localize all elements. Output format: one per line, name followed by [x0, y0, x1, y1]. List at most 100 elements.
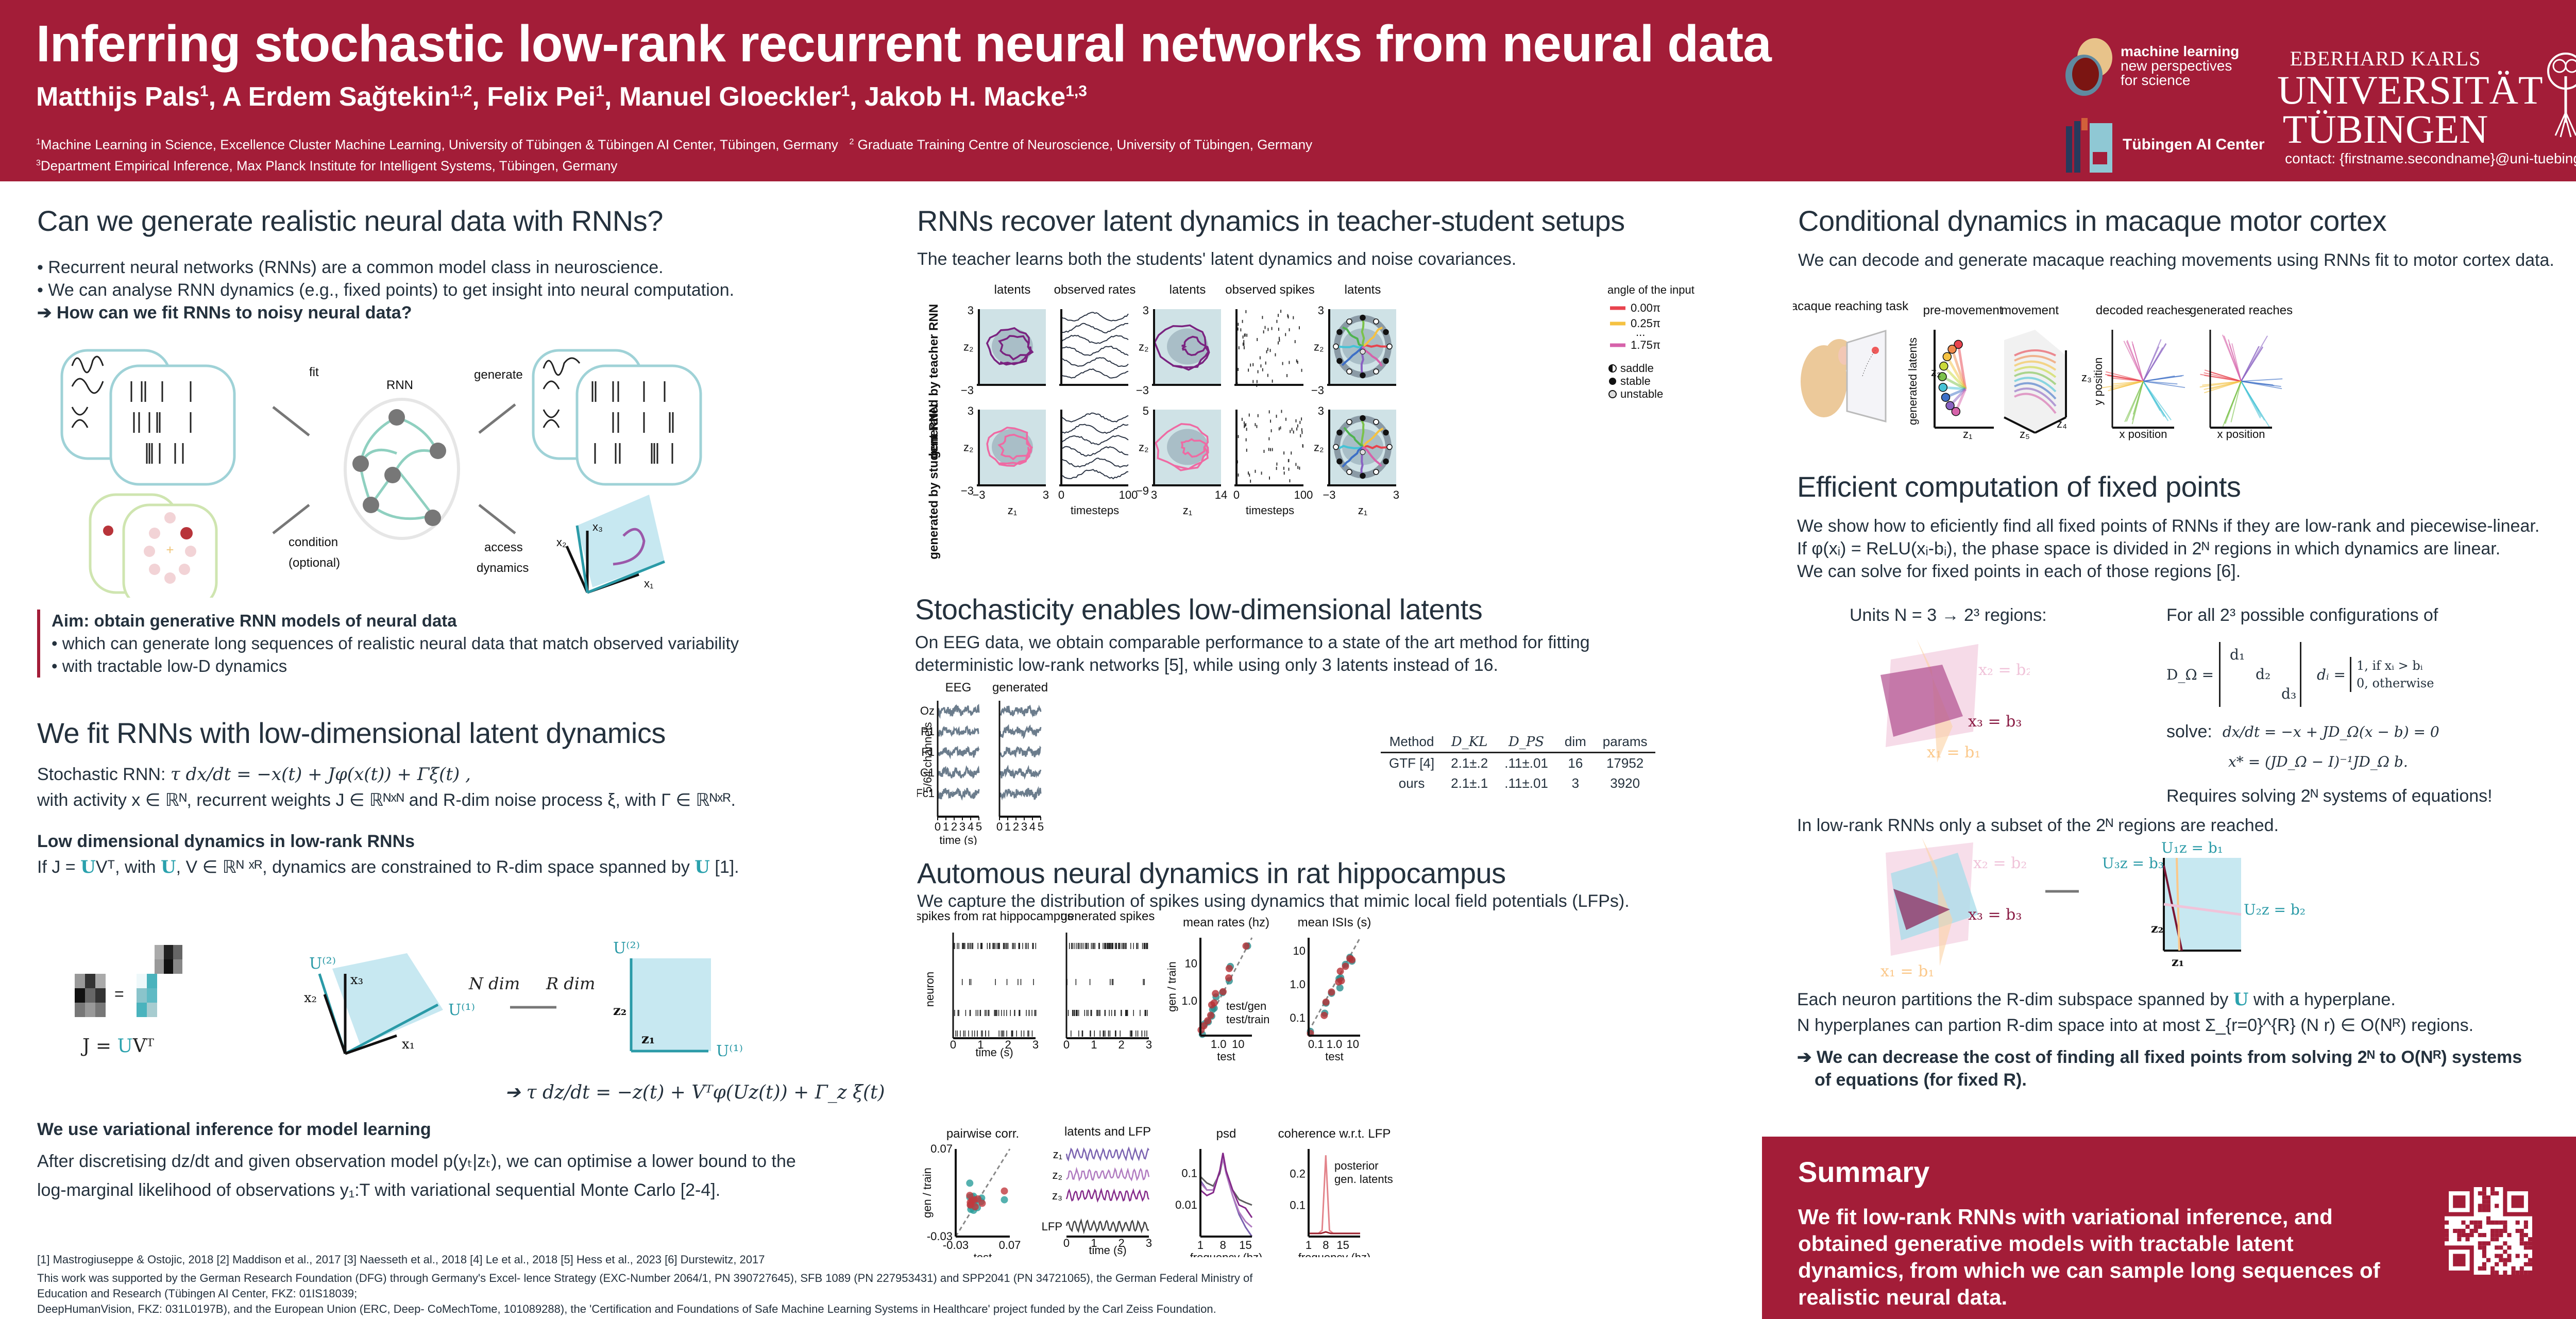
chart-xlabel: test [1217, 1050, 1235, 1063]
aim-box: Aim: obtain generative RNN models of neu… [37, 610, 861, 678]
ml-logo-text: machine learning new perspectives for sc… [2121, 43, 2240, 88]
channel-label: C1 [920, 766, 935, 779]
spike-mark [1022, 943, 1023, 949]
spike-mark [1088, 943, 1089, 949]
n-dim-label: N dim [468, 974, 520, 993]
fixed-point-marker [1346, 368, 1352, 375]
tick-label: -0.03 [927, 1230, 953, 1243]
rate-trace [1061, 424, 1129, 434]
ts-panel: z₂ [1139, 309, 1221, 386]
spike-mark [1109, 1010, 1110, 1016]
spike-mark [1276, 319, 1278, 323]
n-dim-space-icon: U⁽²⁾ U⁽¹⁾ x₁ x₂ x₃ [304, 953, 475, 1055]
spike-mark [1077, 943, 1079, 949]
svg-text:U₁z = b₁: U₁z = b₁ [2161, 839, 2223, 856]
stochasticity-text-1: On EEG data, we obtain comparable perfor… [915, 633, 1590, 652]
reach-trajectory [2241, 381, 2270, 428]
input-trajectory [1343, 427, 1364, 448]
chart-title: mean rates (hz) [1183, 916, 1269, 929]
tick-label: 0 [1063, 1038, 1070, 1051]
svg-text:1.75π: 1.75π [1631, 339, 1660, 351]
scatter-point [1200, 1022, 1208, 1029]
tick-label: timesteps [1071, 504, 1119, 517]
tick-label: 0 [950, 1038, 956, 1051]
ts-panel: z₂ [963, 410, 1046, 486]
spike-mark [1144, 979, 1145, 985]
spike-mark [1131, 1030, 1133, 1037]
spike-mark [1286, 374, 1288, 377]
tick-label: 2 [1005, 1038, 1011, 1051]
x-position-label-decoded: x position [2120, 428, 2167, 441]
spike-mark [1290, 430, 1291, 433]
spike-mark [1023, 1030, 1025, 1037]
fit-label: fit [309, 365, 319, 379]
spike-mark [1104, 1010, 1106, 1016]
spike-mark [963, 943, 964, 949]
stochastic-rnn-equation: Stochastic RNN: τ dx/dt = −x(t) + Jφ(x(t… [37, 764, 471, 785]
spike-mark [1261, 471, 1262, 475]
movement-trajectory [2014, 349, 2056, 357]
tick-label: timesteps [1246, 504, 1294, 517]
spike-mark [1118, 943, 1119, 949]
scatter-point [1204, 1017, 1212, 1025]
latent-marker [1941, 393, 1951, 402]
svg-text:x₁: x₁ [644, 577, 653, 590]
fixed-point-marker [1346, 469, 1352, 475]
z2-axis-label: z₂ [963, 441, 974, 454]
z4-label: z₄ [2057, 417, 2067, 430]
vi-text-2: log-marginal likelihood of observations … [37, 1180, 721, 1200]
spike-mark [1125, 943, 1126, 949]
spike-mark [1295, 419, 1297, 422]
rate-trace [1061, 458, 1129, 468]
spike-mark [1114, 1010, 1116, 1016]
spike-mark [1250, 363, 1251, 367]
eeg-trace [998, 764, 1042, 780]
scatter-point [1001, 1196, 1008, 1204]
section-heading-generate: Can we generate realistic neural data wi… [37, 205, 663, 237]
latent-label: LFP [1042, 1220, 1062, 1233]
spike-mark [1271, 327, 1273, 330]
spike-mark [1069, 943, 1070, 949]
rnn-graph-icon [344, 398, 460, 540]
tick-label: 14 [1215, 488, 1227, 501]
eeg-results-table: Method D_KL D_PS dim params GTF [4]2.1±.… [1381, 732, 1656, 793]
spike-mark [1028, 1030, 1029, 1037]
svg-text:z₂: z₂ [2151, 921, 2163, 936]
spike-mark [1002, 1030, 1003, 1037]
spike-mark [1302, 444, 1304, 448]
tick-label: −3 [1311, 384, 1324, 397]
spike-mark [1296, 359, 1297, 363]
references: [1] Mastrogiuseppe & Ostojic, 2018 [2] M… [37, 1253, 765, 1266]
spike-mark [1300, 434, 1301, 437]
section-heading-stochasticity: Stochasticity enables low-dimensional la… [915, 593, 1483, 625]
spike-mark [967, 943, 969, 949]
ts-panel: z₂ [1139, 410, 1221, 486]
spike-mark [1244, 424, 1246, 427]
tick-label: −3 [1323, 488, 1335, 501]
spike-mark [994, 1010, 995, 1016]
spike-mark [1109, 1030, 1111, 1037]
spike-mark [1246, 448, 1247, 452]
qr-code-icon[interactable] [2445, 1187, 2532, 1275]
channel-label: Fc1 [917, 787, 935, 800]
spike-mark [1005, 943, 1007, 949]
svg-text:0.25π: 0.25π [1631, 317, 1660, 330]
unstable-fixed-point [1360, 449, 1366, 455]
spike-mark [1243, 346, 1245, 349]
reach-trajectory [2199, 381, 2242, 388]
hyperplane-text-block: Each neuron partitions the R-dim subspac… [1797, 988, 2576, 1091]
tick-label: 8 [1220, 1239, 1226, 1252]
tick-label: 0.1 [1181, 1167, 1197, 1180]
latent-label: z₁ [1053, 1148, 1062, 1161]
latents-lfp-title: latents and LFP [1064, 1125, 1151, 1139]
fixed-point-marker [1360, 314, 1366, 321]
tick-label: 1 [1306, 1239, 1312, 1252]
movement-trajectory [2014, 393, 2057, 414]
input-trajectory [1341, 346, 1364, 366]
neuron-ylabel: neuron [923, 972, 936, 1007]
fixed-point-marker [1346, 318, 1352, 325]
author-4: Manuel Gloeckler1, [619, 82, 865, 112]
input-trajectory [1362, 446, 1382, 467]
reach-trajectory [2241, 381, 2282, 390]
